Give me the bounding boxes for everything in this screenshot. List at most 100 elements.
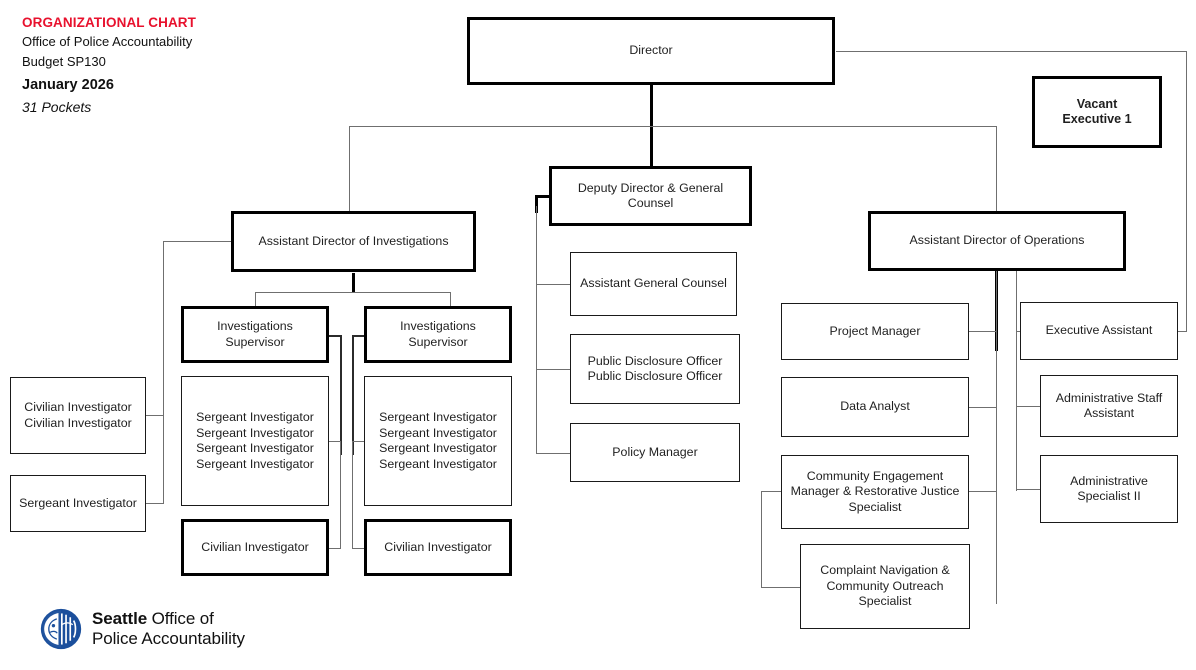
node-sergeant-investigators-group-2[interactable]: Sergeant Investigator Sergeant Investiga… (364, 376, 512, 506)
connector-deputy-agc (536, 284, 571, 285)
department-name: Office of Police Accountability (22, 34, 193, 49)
node-complaint-navigation-specialist[interactable]: Complaint Navigation & Community Outreac… (800, 544, 970, 629)
node-civilian-investigator-2-label: Civilian Investigator (384, 539, 492, 554)
node-investigations-supervisor-1-label: Investigations Supervisor (217, 319, 293, 349)
node-civilian-investigator-2[interactable]: Civilian Investigator (364, 519, 512, 576)
node-director[interactable]: Director (467, 17, 835, 85)
node-project-manager[interactable]: Project Manager (781, 303, 969, 360)
node-sergeant-investigators-group-1[interactable]: Sergeant Investigator Sergeant Investiga… (181, 376, 329, 506)
chart-date: January 2026 (22, 77, 114, 93)
connector-sup1-drop2 (340, 441, 341, 548)
connector-director-right-lead (836, 51, 1186, 52)
connector-ado-project-manager (969, 331, 997, 332)
connector-ado-data-analyst (969, 407, 997, 408)
connector-deputy-pdo (536, 369, 571, 370)
node-policy-manager-label: Policy Manager (612, 444, 698, 459)
node-civilian-investigator-1[interactable]: Civilian Investigator (181, 519, 329, 576)
node-data-analyst-label: Data Analyst (840, 399, 910, 414)
node-executive-assistant[interactable]: Executive Assistant (1020, 302, 1178, 360)
connector-left-civilian-pair (146, 415, 164, 416)
connector-left-sergeant-single (146, 503, 164, 504)
connector-ce-lead (761, 491, 782, 492)
connector-ado-drop-right (1016, 271, 1017, 491)
connector-sup1-drop (340, 335, 342, 455)
node-policy-manager[interactable]: Policy Manager (570, 423, 740, 482)
connector-deputy-lead (535, 195, 552, 198)
connector-ado-drop-left (996, 271, 997, 604)
node-assistant-director-operations[interactable]: Assistant Director of Operations (868, 211, 1126, 271)
connector-spine-left-drop (349, 126, 350, 241)
connector-deputy-drop (536, 206, 537, 454)
opa-logo-line-1: Seattle Office of (92, 609, 245, 629)
connector-ado-exec-assistant (1016, 331, 1020, 332)
node-vacant-executive-label: Vacant Executive 1 (1062, 96, 1132, 127)
connector-adi-crossbar (255, 292, 451, 293)
connector-ado-admin-staff (1016, 406, 1040, 407)
connector-ce-drop (761, 491, 762, 587)
node-civilian-investigator-pair-label: Civilian Investigator Civilian Investiga… (24, 400, 132, 430)
connector-sup2-sergeants (352, 441, 365, 442)
node-assistant-director-investigations-label: Assistant Director of Investigations (258, 233, 449, 248)
opa-logo: Seattle Office of Police Accountability (40, 608, 245, 650)
node-sergeant-investigator-single-label: Sergeant Investigator (19, 495, 137, 510)
node-deputy-director-label: Deputy Director & General Counsel (577, 180, 724, 211)
node-assistant-general-counsel[interactable]: Assistant General Counsel (570, 252, 737, 316)
node-sergeant-investigators-group-2-label: Sergeant Investigator Sergeant Investiga… (379, 410, 497, 471)
connector-deputy-policy (536, 453, 571, 454)
connector-director-exec-assistant (1176, 331, 1187, 332)
connector-director-deputy (650, 85, 653, 166)
node-director-label: Director (629, 43, 673, 58)
chart-title-block: ORGANIZATIONAL CHART Office of Police Ac… (22, 14, 196, 118)
node-complaint-navigation-specialist-label: Complaint Navigation & Community Outreac… (820, 563, 950, 609)
connector-spine-right-drop (996, 126, 997, 215)
node-community-engagement-manager[interactable]: Community Engagement Manager & Restorati… (781, 455, 969, 529)
connector-adi-to-sup1 (255, 292, 256, 306)
connector-sup2-civilian (352, 548, 365, 549)
node-data-analyst[interactable]: Data Analyst (781, 377, 969, 437)
connector-director-right-drop (1186, 51, 1187, 331)
node-sergeant-investigators-group-1-label: Sergeant Investigator Sergeant Investiga… (196, 410, 314, 471)
opa-logo-line-1-rest: Office of (147, 609, 214, 628)
connector-adi-left-drop (163, 241, 164, 504)
node-assistant-general-counsel-label: Assistant General Counsel (580, 276, 727, 291)
seattle-city-seal-icon (40, 608, 82, 650)
node-community-engagement-manager-label: Community Engagement Manager & Restorati… (790, 468, 960, 514)
node-vacant-executive[interactable]: Vacant Executive 1 (1032, 76, 1162, 148)
connector-sup1-sergeants (328, 441, 341, 442)
node-assistant-director-operations-label: Assistant Director of Operations (909, 233, 1085, 248)
connector-adi-stem (352, 273, 355, 293)
connector-sup1-lead (328, 335, 341, 337)
node-administrative-specialist-ii[interactable]: Administrative Specialist II (1040, 455, 1178, 523)
pockets-count: 31 Pockets (22, 99, 92, 115)
connector-ce-complaint (761, 587, 800, 588)
connector-adi-to-sup2 (450, 292, 451, 306)
connector-spine-left (349, 126, 651, 127)
budget-code: Budget SP130 (22, 54, 106, 69)
connector-adi-left-lead (163, 241, 233, 242)
connector-ado-admin-specialist (1016, 489, 1040, 490)
node-executive-assistant-label: Executive Assistant (1045, 323, 1153, 338)
connector-deputy-stem (535, 195, 538, 213)
connector-spine-right (650, 126, 997, 127)
node-administrative-specialist-ii-label: Administrative Specialist II (1070, 473, 1148, 504)
connector-sup2-lead (352, 335, 365, 337)
node-investigations-supervisor-2[interactable]: Investigations Supervisor (364, 306, 512, 363)
node-project-manager-label: Project Manager (829, 323, 921, 338)
connector-sup2-drop (352, 335, 354, 455)
node-sergeant-investigator-single[interactable]: Sergeant Investigator (10, 475, 146, 532)
node-deputy-director[interactable]: Deputy Director & General Counsel (549, 166, 752, 226)
opa-logo-brand: Seattle (92, 609, 148, 628)
opa-logo-line-2: Police Accountability (92, 629, 245, 648)
node-civilian-investigator-pair[interactable]: Civilian Investigator Civilian Investiga… (10, 377, 146, 454)
node-civilian-investigator-1-label: Civilian Investigator (201, 539, 309, 554)
node-investigations-supervisor-2-label: Investigations Supervisor (400, 319, 476, 349)
connector-sup2-drop2 (352, 441, 353, 548)
node-assistant-director-investigations[interactable]: Assistant Director of Investigations (231, 211, 476, 272)
node-public-disclosure-officers-label: Public Disclosure Officer Public Disclos… (587, 353, 723, 384)
chart-type-label: ORGANIZATIONAL CHART (22, 15, 196, 30)
node-public-disclosure-officers[interactable]: Public Disclosure Officer Public Disclos… (570, 334, 740, 404)
node-investigations-supervisor-1[interactable]: Investigations Supervisor (181, 306, 329, 363)
opa-logo-text: Seattle Office of Police Accountability (92, 609, 245, 649)
node-administrative-staff-assistant[interactable]: Administrative Staff Assistant (1040, 375, 1178, 437)
